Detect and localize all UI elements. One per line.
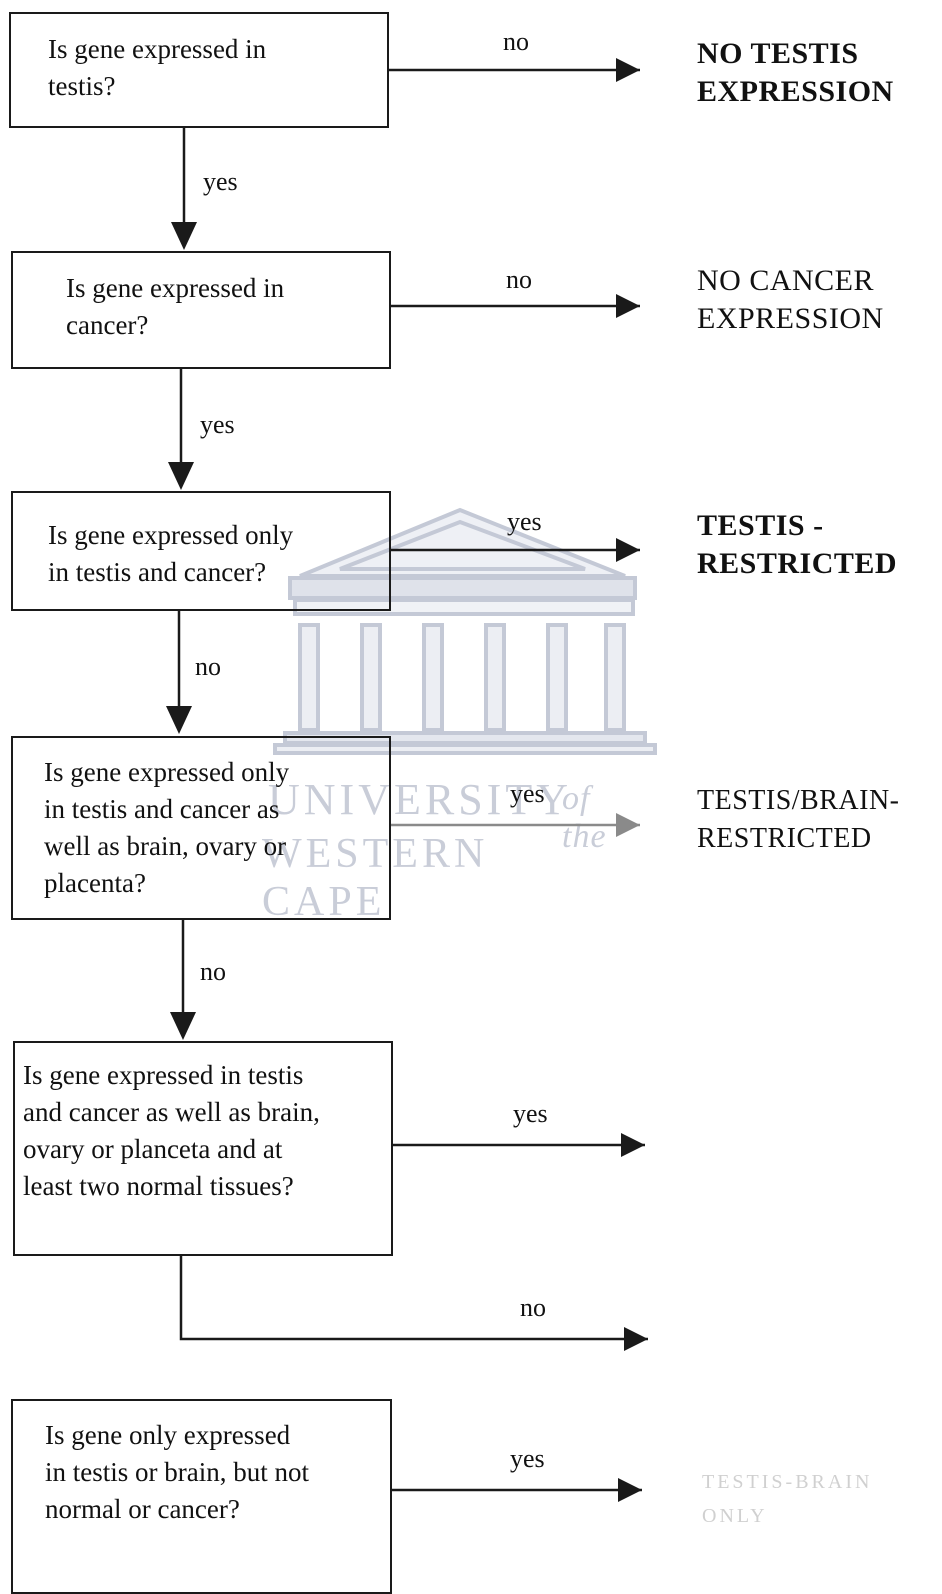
q5-no-label: no xyxy=(520,1293,546,1322)
q6-yes-label: yes xyxy=(510,1444,545,1473)
watermark-university-text: UNIVERSITY xyxy=(268,775,572,824)
q4-no-arrowhead xyxy=(170,1012,196,1040)
q5-yes-arrowhead xyxy=(621,1133,645,1157)
question-box-4 xyxy=(11,736,391,920)
question-4-text: Is gene expressed only in testis and can… xyxy=(44,757,290,898)
result-no-cancer-expression: NO CANCER EXPRESSION xyxy=(697,264,884,335)
result-testis-brain-restricted: TESTIS/BRAIN- RESTRICTED xyxy=(697,785,900,854)
question-box-2 xyxy=(11,251,391,369)
q2-yes-label: yes xyxy=(200,410,235,439)
question-6-text: Is gene only expressed in testis or brai… xyxy=(45,1420,309,1524)
result-testis-brain-only: TESTIS-BRAIN ONLY xyxy=(702,1471,873,1527)
watermark-western-cape-text: WESTERN CAPE xyxy=(262,831,489,925)
q3-no-label: no xyxy=(195,652,221,681)
q1-yes-arrowhead xyxy=(171,222,197,250)
q4-yes-arrowhead xyxy=(616,813,640,837)
question-box-5 xyxy=(13,1041,393,1256)
question-5-text: Is gene expressed in testis and cancer a… xyxy=(23,1060,320,1201)
question-box-1 xyxy=(9,12,389,128)
q3-no-arrowhead xyxy=(166,706,192,734)
q2-yes-arrowhead xyxy=(168,462,194,490)
q1-no-arrowhead xyxy=(616,58,640,82)
q2-no-arrowhead xyxy=(616,294,640,318)
q3-yes-arrowhead xyxy=(616,538,640,562)
question-1-text: Is gene expressed in testis? xyxy=(48,34,267,101)
q3-yes-label: yes xyxy=(507,507,542,536)
question-3-text: Is gene expressed only in testis and can… xyxy=(48,520,294,587)
question-box-3 xyxy=(11,491,391,611)
result-testis-restricted: TESTIS - RESTRICTED xyxy=(697,509,898,580)
q6-yes-arrowhead xyxy=(618,1478,642,1502)
q2-no-label: no xyxy=(506,265,532,294)
q1-yes-label: yes xyxy=(203,167,238,196)
q1-no-label: no xyxy=(503,27,529,56)
q5-no-arrow xyxy=(179,1255,648,1341)
q5-no-arrowhead xyxy=(624,1327,648,1351)
q5-yes-label: yes xyxy=(513,1099,548,1128)
q4-yes-label: yes xyxy=(510,779,545,808)
question-2-text: Is gene expressed in cancer? xyxy=(66,273,285,340)
q4-no-label: no xyxy=(200,957,226,986)
result-no-testis-expression: NO TESTIS EXPRESSION xyxy=(697,37,894,108)
